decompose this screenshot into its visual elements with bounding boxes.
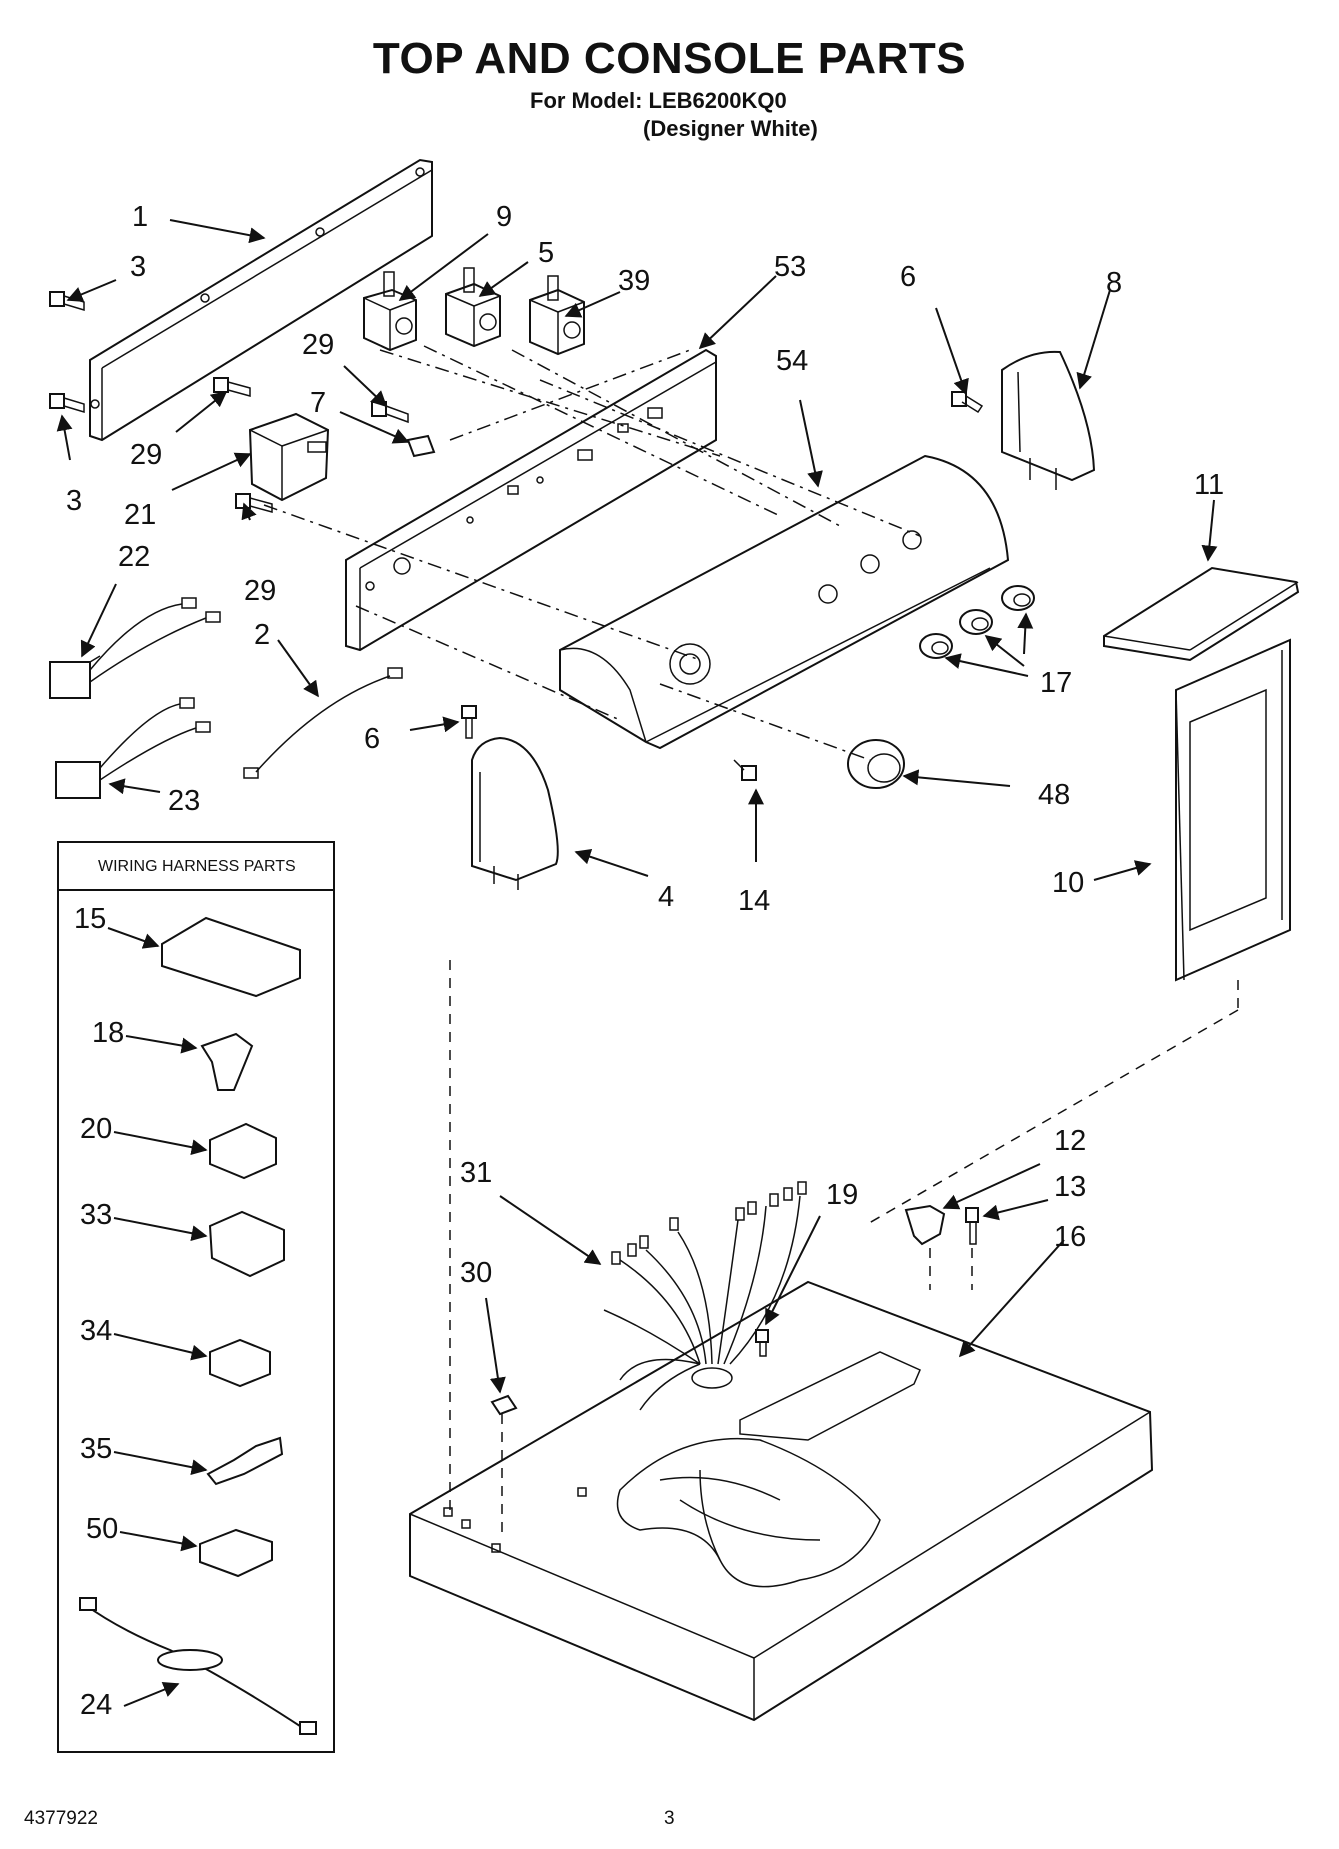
- harness-item-34: 34: [80, 1315, 112, 1347]
- screw-part-19: [755, 1329, 769, 1357]
- callout-4: 4: [658, 881, 674, 913]
- harness-item-35: 35: [80, 1433, 112, 1465]
- clip-part-30: [490, 1394, 518, 1416]
- knob-part-17: [919, 585, 1035, 659]
- leader-arrows: [56, 219, 1218, 1394]
- callout-17: 17: [1040, 667, 1072, 699]
- harness-part-20: [209, 1122, 277, 1180]
- harness-item-50: 50: [86, 1513, 118, 1545]
- callout-6a: 6: [900, 261, 916, 293]
- bracket-part-12: [904, 1204, 946, 1246]
- harness-part-15: [161, 916, 301, 998]
- switch-part-9: [363, 271, 417, 352]
- callout-30: 30: [460, 1257, 492, 1289]
- connector-part-22: [49, 597, 221, 699]
- callout-48: 48: [1038, 779, 1070, 811]
- callout-10: 10: [1052, 867, 1084, 899]
- lint-cover-part: [1103, 566, 1300, 662]
- callout-8: 8: [1106, 267, 1122, 299]
- harness-part-50: [199, 1528, 273, 1578]
- wiring-harness-box: WIRING HARNESS PARTS 15 18 20 33 34 35 5…: [57, 841, 335, 1753]
- harness-item-20: 20: [80, 1113, 112, 1145]
- harness-item-15: 15: [74, 903, 106, 935]
- knob-part-7: [406, 434, 436, 458]
- screw-part-29a: [213, 377, 251, 397]
- callout-7: 7: [310, 387, 326, 419]
- screw-part-13: [965, 1207, 979, 1245]
- alignment-lines: [263, 345, 1239, 1540]
- harness-item-33: 33: [80, 1199, 112, 1231]
- wiring-harness-box-title: WIRING HARNESS PARTS: [98, 858, 296, 875]
- callout-21: 21: [124, 499, 156, 531]
- callout-54: 54: [776, 345, 808, 377]
- screw-part-6b: [461, 705, 477, 739]
- callout-labels: 1 3 3 29 29 29 9 5 39 53 54 6 8 7 21 22 …: [66, 201, 1224, 1289]
- harness-part-35: [206, 1436, 284, 1486]
- callout-9: 9: [496, 201, 512, 233]
- screw-part-6a: [951, 391, 984, 414]
- page-title: TOP AND CONSOLE PARTS: [372, 34, 967, 83]
- end-cap-part-4: [471, 736, 559, 890]
- timer-switch-part: [248, 412, 330, 502]
- lint-screen-part: [1175, 638, 1291, 982]
- harness-item-18: 18: [92, 1017, 124, 1049]
- harness-part-33: [208, 1210, 285, 1278]
- callout-14: 14: [738, 885, 770, 917]
- callout-2: 2: [254, 619, 270, 651]
- rear-bracket-part: [89, 158, 433, 442]
- callout-53: 53: [774, 251, 806, 283]
- harness-part-18: [200, 1032, 254, 1091]
- callout-6b: 6: [364, 723, 380, 755]
- wire-part-2: [243, 667, 403, 779]
- screw-part-14: [733, 759, 757, 781]
- end-cap-part-8: [1001, 350, 1096, 490]
- callout-5: 5: [538, 237, 554, 269]
- console-panel-part: [559, 454, 1010, 750]
- switch-part-5: [445, 267, 501, 348]
- console-bracket-part: [345, 348, 717, 652]
- callout-12: 12: [1054, 1125, 1086, 1157]
- callout-22: 22: [118, 541, 150, 573]
- page-number: 3: [664, 1808, 675, 1829]
- callout-29b: 29: [302, 329, 334, 361]
- screw-part-29c: [235, 493, 273, 513]
- wiring-harness-part: [603, 1181, 807, 1411]
- callout-13: 13: [1054, 1171, 1086, 1203]
- callout-3b: 3: [66, 485, 82, 517]
- callout-23: 23: [168, 785, 200, 817]
- callout-29c: 29: [244, 575, 276, 607]
- callout-29a: 29: [130, 439, 162, 471]
- callout-11: 11: [1194, 469, 1224, 501]
- connector-part-23: [55, 697, 211, 799]
- model-label: For Model: LEB6200KQ0: [530, 88, 787, 113]
- callout-1: 1: [132, 201, 148, 233]
- callout-39: 39: [618, 265, 650, 297]
- color-label: (Designer White): [643, 116, 818, 141]
- top-harness-loop: [616, 1437, 881, 1588]
- screw-part-29b: [371, 401, 409, 424]
- callout-16: 16: [1054, 1221, 1086, 1253]
- dryer-top-part: [409, 1280, 1154, 1722]
- document-number: 4377922: [24, 1808, 98, 1829]
- screw-part-3b: [49, 393, 85, 414]
- switch-part-39: [529, 275, 585, 356]
- knob-part-48: [847, 739, 905, 789]
- harness-item-24: 24: [80, 1689, 112, 1721]
- harness-part-34: [209, 1338, 271, 1388]
- callout-19: 19: [826, 1179, 858, 1211]
- callout-31: 31: [460, 1157, 492, 1189]
- callout-3a: 3: [130, 251, 146, 283]
